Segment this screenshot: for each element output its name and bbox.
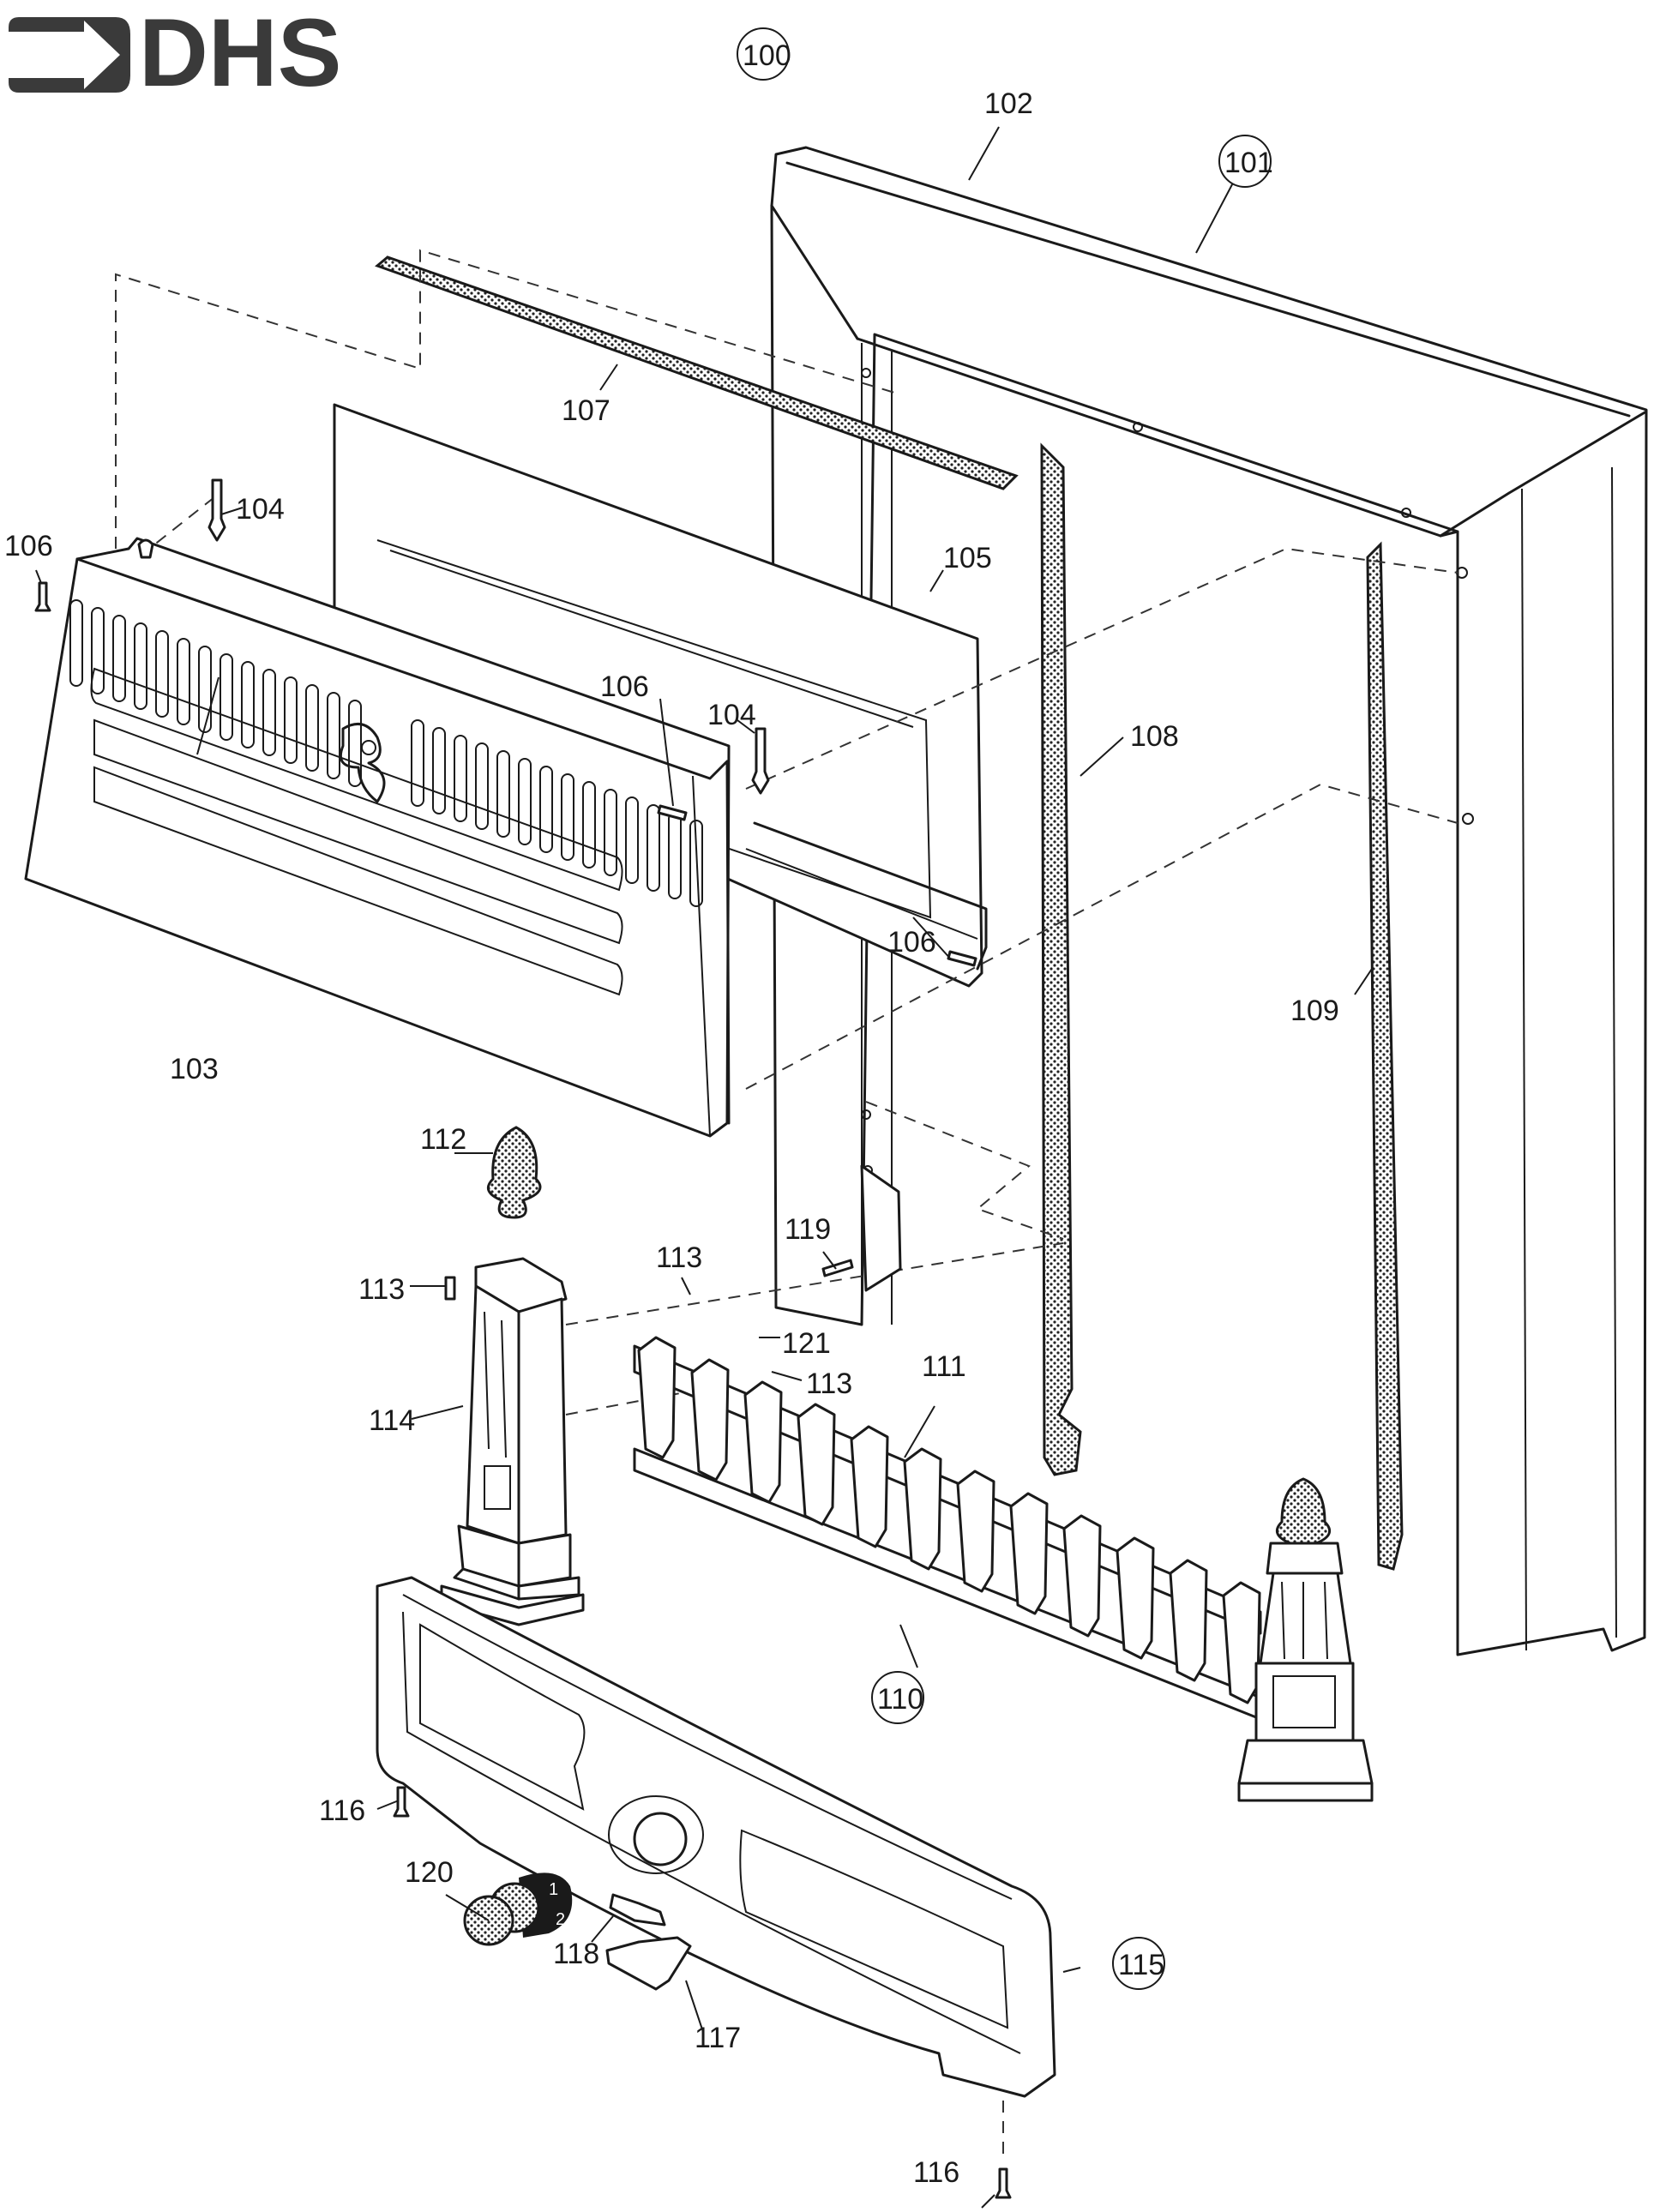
- louvre-slot: [134, 622, 147, 710]
- label-106c: 106: [887, 926, 936, 959]
- seal-strip-107: [375, 255, 1019, 490]
- louvre-slot: [155, 630, 169, 718]
- logo-text: DHS: [139, 0, 341, 106]
- seal-strip-109: [1366, 541, 1404, 1571]
- label-106a: 106: [4, 530, 53, 562]
- clip-117: [605, 1936, 692, 1991]
- louvre-slot: [475, 742, 489, 830]
- fence-picket: [637, 1336, 677, 1459]
- louvre-slot: [220, 653, 233, 741]
- arrow-into-bracket-icon: [9, 17, 130, 93]
- louvre-slot: [432, 727, 446, 814]
- post-right: [1237, 1477, 1374, 1802]
- fence-picket: [690, 1358, 730, 1482]
- label-100: 100: [743, 39, 791, 72]
- label-116a: 116: [319, 1794, 365, 1827]
- label-104a: 104: [236, 493, 285, 526]
- label-120: 120: [405, 1856, 454, 1889]
- leader-lines: [35, 126, 1373, 2209]
- label-102: 102: [984, 87, 1033, 120]
- louvre-slot: [518, 758, 532, 845]
- louvre-slot: [262, 669, 276, 756]
- fence-picket: [903, 1447, 942, 1571]
- louvre-slot: [348, 700, 362, 787]
- fence-picket: [1062, 1514, 1102, 1638]
- label-121: 121: [782, 1327, 831, 1360]
- part-labels: 100 101 102 103 104 104 105 106 106 106 …: [4, 27, 1339, 2189]
- louvre-slot: [198, 646, 212, 733]
- bracket-118: [609, 1893, 666, 1926]
- label-108: 108: [1130, 720, 1179, 753]
- label-113c: 113: [806, 1367, 852, 1400]
- fence-picket: [797, 1403, 836, 1526]
- frame-101: [770, 146, 1648, 1656]
- label-118: 118: [553, 1938, 599, 1970]
- screw-116a: [393, 1786, 410, 1818]
- label-119: 119: [785, 1213, 831, 1246]
- label-116b: 116: [913, 2156, 959, 2189]
- fence-picket: [743, 1380, 783, 1504]
- front-fret-115: [376, 1576, 1056, 2098]
- louvre-slot: [625, 796, 639, 884]
- louvre-slot: [177, 638, 190, 725]
- post-114: [440, 1126, 585, 1626]
- louvre-slot: [539, 766, 553, 853]
- dhs-logo: DHS: [9, 0, 341, 106]
- louvre-slot: [284, 676, 298, 764]
- fence-picket: [850, 1425, 889, 1548]
- louvre-slot: [604, 789, 617, 876]
- label-110: 110: [877, 1683, 923, 1716]
- fence-picket: [1222, 1581, 1261, 1704]
- label-107: 107: [562, 394, 610, 427]
- fence-picket: [1116, 1536, 1155, 1660]
- label-101: 101: [1224, 147, 1273, 179]
- label-105: 105: [943, 542, 992, 574]
- knob-mark-1: 1: [549, 1880, 558, 1899]
- louvre-slot: [241, 661, 255, 748]
- fence-110-111: [633, 1336, 1262, 1721]
- label-117: 117: [695, 2022, 741, 2054]
- label-103: 103: [170, 1053, 219, 1085]
- louvre-panel-103: [24, 537, 731, 1138]
- seal-strip-108: [1040, 442, 1082, 1476]
- louvre-slot: [496, 750, 510, 838]
- control-knob-120: 1 2: [463, 1872, 573, 1946]
- louvre-slot: [582, 781, 596, 869]
- label-112: 112: [420, 1123, 466, 1156]
- louvre-slot: [305, 684, 319, 772]
- louvre-slot: [454, 735, 467, 822]
- label-106b: 106: [600, 670, 649, 703]
- bracket-119: [821, 1164, 902, 1292]
- louvre-slot: [69, 599, 83, 687]
- fence-picket: [956, 1470, 995, 1593]
- fence-picket: [1169, 1559, 1208, 1682]
- louvre-slot: [411, 719, 424, 807]
- knob-mark-2: 2: [556, 1910, 565, 1929]
- louvre-slot: [112, 615, 126, 702]
- louvre-slot: [91, 607, 105, 694]
- label-115: 115: [1118, 1949, 1164, 1981]
- label-113b: 113: [656, 1241, 702, 1274]
- fasteners-top-left: [34, 478, 977, 967]
- louvre-slot: [327, 692, 340, 779]
- louvre-slot: [561, 773, 574, 861]
- louvre-slot: [647, 804, 660, 892]
- label-104b: 104: [707, 699, 756, 731]
- screw-116b: [995, 2167, 1012, 2199]
- label-109: 109: [1290, 995, 1339, 1027]
- label-114: 114: [369, 1404, 415, 1437]
- louvre-slot: [689, 820, 703, 907]
- fence-picket: [1009, 1492, 1049, 1615]
- label-113a: 113: [358, 1273, 405, 1306]
- label-111: 111: [922, 1350, 966, 1383]
